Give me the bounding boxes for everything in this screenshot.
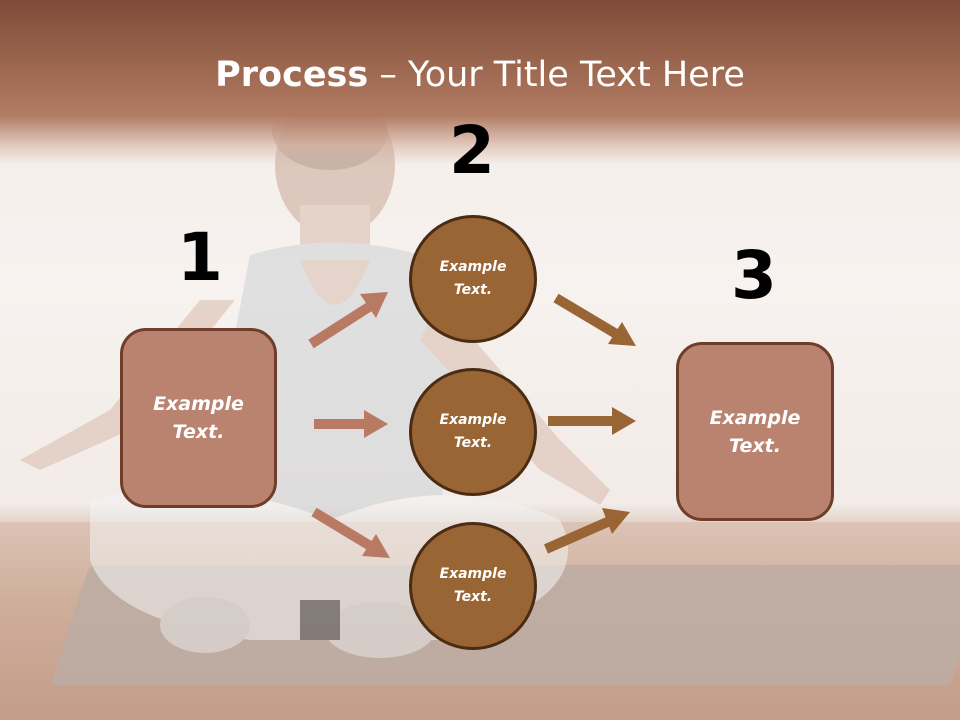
- arrow-top-to-3: [553, 293, 636, 346]
- step-2-number: 2: [449, 112, 495, 189]
- step-2-circle-bottom-text: Example Text.: [439, 566, 507, 605]
- title-banner: [0, 0, 960, 165]
- step-2-circle-middle: Example Text.: [409, 368, 537, 496]
- slide-title: Process – Your Title Text Here: [0, 52, 960, 98]
- arrow-bottom-to-3: [543, 508, 630, 554]
- step-3-box: Example Text.: [676, 342, 834, 521]
- step-1-box: Example Text.: [120, 328, 277, 508]
- step-1-text: Example Text.: [153, 393, 244, 443]
- arrow-1-to-middle: [314, 410, 388, 438]
- step-2-circle-bottom: Example Text.: [409, 522, 537, 650]
- arrow-1-to-bottom: [311, 507, 390, 558]
- step-2-circle-middle-text: Example Text.: [439, 412, 507, 451]
- step-1-number: 1: [177, 219, 223, 296]
- arrow-middle-to-3: [548, 407, 636, 435]
- step-3-text: Example Text.: [709, 406, 801, 457]
- step-3-number: 3: [731, 237, 777, 314]
- title-rest: – Your Title Text Here: [368, 55, 745, 95]
- arrow-1-to-top: [308, 292, 388, 349]
- title-bold: Process: [215, 55, 369, 95]
- step-2-circle-top: Example Text.: [409, 215, 537, 343]
- step-2-circle-top-text: Example Text.: [439, 259, 507, 298]
